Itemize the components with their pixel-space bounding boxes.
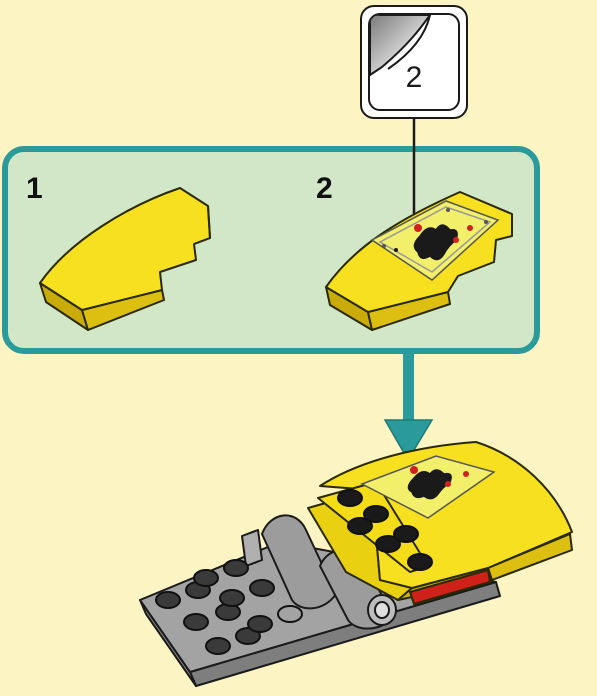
assembly-sticker-decal [360, 455, 496, 519]
sticker-count: 2 [405, 61, 423, 94]
sticker-sheet-icon: 2 [368, 13, 460, 111]
yellow-studs [337, 489, 433, 571]
attach-arrow [383, 350, 434, 462]
gray-plate-studs [155, 559, 303, 655]
sticker-decal [370, 200, 500, 281]
sticker-callout: 2 [360, 5, 468, 119]
sub-step-number-2: 2 [316, 172, 333, 205]
tail-light-tile [408, 568, 492, 606]
sticker-page-curl-icon [370, 15, 432, 77]
curved-slope-brick-plain [39, 187, 211, 331]
sub-step-number-1: 1 [26, 172, 43, 205]
